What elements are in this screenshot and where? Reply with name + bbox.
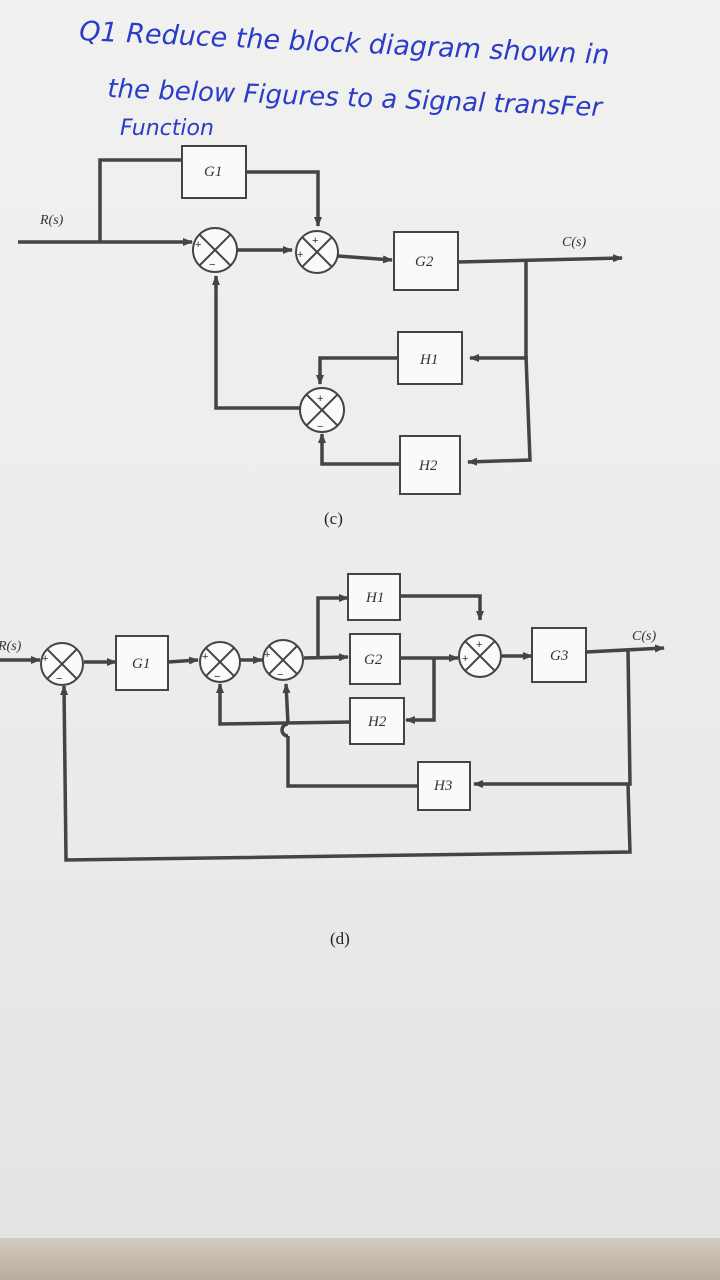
d-h2-out-wire <box>216 683 351 726</box>
diagram-d <box>0 594 665 862</box>
d-h1-block <box>347 573 401 621</box>
c-sum2-plus-left: + <box>297 249 303 261</box>
c-g1-out-wire <box>246 170 322 227</box>
c-g1-block <box>181 145 247 199</box>
c-h2-label: H2 <box>418 458 438 474</box>
d-h1-in-wire <box>316 594 349 658</box>
c-h2-out-wire <box>318 433 400 466</box>
c-sum3-to-sum1 <box>212 275 300 410</box>
d-output-label: C(s) <box>632 629 656 644</box>
d-unity-feedback-wire <box>60 685 632 862</box>
d-sum3-minus: − <box>277 669 283 681</box>
c-output-label: C(s) <box>562 235 586 250</box>
c-h2-block <box>399 435 461 495</box>
c-sum2-to-g2 <box>337 254 393 264</box>
d-g2-label: G2 <box>364 652 383 668</box>
d-g2-block <box>349 633 401 685</box>
d-summing-junction-1 <box>40 642 84 686</box>
c-g1-in-wire <box>98 158 182 242</box>
c-h1-block <box>397 331 463 385</box>
c-g2-block <box>393 231 459 291</box>
d-h3-in-wire <box>473 649 632 788</box>
c-summing-junction-2 <box>295 230 339 274</box>
d-g3-label: G3 <box>550 648 568 664</box>
d-h1-out-wire <box>400 594 484 621</box>
diagram-c <box>18 158 623 466</box>
d-output-line <box>585 644 665 654</box>
d-sum4-plus-left: + <box>462 653 468 665</box>
d-h3-block <box>417 761 471 811</box>
d-summing-junction-3 <box>262 639 304 681</box>
c-g1-label: G1 <box>204 164 222 180</box>
diagram-d-blocks <box>115 573 587 811</box>
d-h3-out-wire <box>286 736 418 788</box>
d-h2-label: H2 <box>367 714 387 730</box>
c-caption: (c) <box>324 509 343 528</box>
c-summing-junction-1 <box>192 227 238 273</box>
c-h1-feedback-wire <box>469 262 528 362</box>
c-sum1-minus: − <box>209 259 215 271</box>
d-h3-to-sum3 <box>282 683 291 725</box>
d-sum3-to-g2 <box>303 653 349 662</box>
c-h2-feedback-wire <box>467 355 532 466</box>
c-output-line <box>457 254 623 264</box>
d-h2-block <box>349 697 405 745</box>
c-h1-label: H1 <box>419 352 438 368</box>
table-background <box>0 1238 720 1280</box>
d-sum1-minus: − <box>56 673 62 685</box>
d-g1-to-sum2 <box>167 656 199 665</box>
c-sum3-plus: + <box>317 393 323 405</box>
d-summing-junction-2 <box>199 641 241 683</box>
c-sum3-minus: − <box>317 421 323 433</box>
d-h3-crossover <box>280 722 289 738</box>
d-summing-junction-4 <box>458 634 502 678</box>
question-line-3: Function <box>120 116 214 141</box>
d-h3-label: H3 <box>433 778 452 794</box>
d-g3-block <box>531 627 587 683</box>
diagram-c-blocks <box>181 145 463 495</box>
d-sum1-plus: + <box>42 653 48 665</box>
c-sum2-plus-top: + <box>312 235 318 247</box>
d-h1-label: H1 <box>365 590 384 606</box>
d-sum2-minus: − <box>214 671 220 683</box>
c-summing-junction-3 <box>299 387 345 433</box>
c-sum1-plus: + <box>195 239 201 251</box>
d-h2-in-wire <box>405 658 436 724</box>
c-h1-out-wire <box>316 356 398 385</box>
d-g1-label: G1 <box>132 656 150 672</box>
d-g1-block <box>115 635 169 691</box>
d-sum3-plus: + <box>264 649 270 661</box>
d-sum2-plus: + <box>202 651 208 663</box>
c-input-label: R(s) <box>39 213 64 228</box>
d-caption: (d) <box>330 929 350 948</box>
d-input-label: R(s) <box>0 639 22 654</box>
d-sum4-plus-top: + <box>476 639 482 651</box>
c-g2-label: G2 <box>415 254 434 270</box>
